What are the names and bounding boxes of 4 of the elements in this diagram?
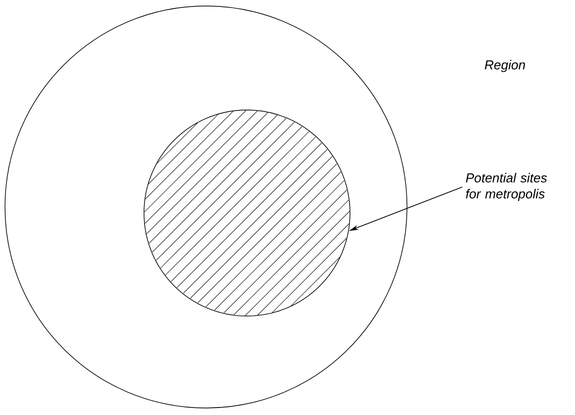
outer-circle — [4, 6, 408, 408]
hatched-circle — [144, 110, 350, 316]
region-label: Region — [484, 60, 525, 72]
caption-text: Potential sites for metropolis — [466, 172, 547, 202]
